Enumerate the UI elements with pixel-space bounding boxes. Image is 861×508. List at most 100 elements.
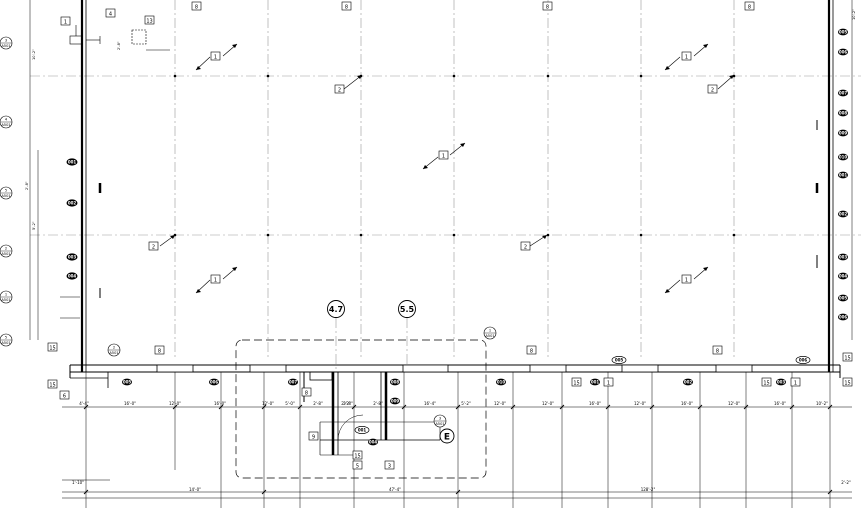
keynote-tag: 5 xyxy=(352,460,363,470)
svg-text:16'-0": 16'-0" xyxy=(124,401,136,406)
svg-text:16'-0": 16'-0" xyxy=(589,401,601,406)
svg-text:002: 002 xyxy=(68,201,77,206)
svg-text:1: 1 xyxy=(442,154,445,160)
svg-text:12'-0": 12'-0" xyxy=(169,401,181,406)
svg-text:1: 1 xyxy=(607,381,610,387)
keynote-tag: 1 xyxy=(438,150,449,160)
svg-text:A501: A501 xyxy=(1,298,10,302)
keynote-tag: 8 xyxy=(191,1,202,11)
svg-text:A501: A501 xyxy=(1,44,10,48)
keynote-tag: 8 xyxy=(744,1,755,11)
svg-text:16'-0": 16'-0" xyxy=(681,401,693,406)
svg-text:10'-2": 10'-2" xyxy=(816,401,828,406)
svg-text:010: 010 xyxy=(839,155,848,160)
svg-text:006: 006 xyxy=(839,315,848,320)
svg-text:4'-4": 4'-4" xyxy=(79,401,89,406)
door-tag: 006 xyxy=(838,48,848,56)
door-tag: 001 xyxy=(66,158,78,166)
svg-text:47'-4": 47'-4" xyxy=(389,487,401,492)
svg-text:16'-4": 16'-4" xyxy=(424,401,436,406)
svg-text:1: 1 xyxy=(685,278,688,284)
svg-text:2: 2 xyxy=(152,245,155,251)
keynote-tag: 1 xyxy=(681,51,692,61)
keynote-tag: 3 xyxy=(384,460,395,470)
svg-text:8: 8 xyxy=(305,391,308,397)
svg-text:3: 3 xyxy=(5,39,7,43)
svg-text:4: 4 xyxy=(5,118,8,122)
dimension-ticks xyxy=(83,404,833,495)
keynote-tag: 1 xyxy=(210,274,221,284)
svg-text:15: 15 xyxy=(354,454,360,460)
keynote-tag: 9 xyxy=(308,431,319,441)
keynote-tag: 15 xyxy=(47,342,58,352)
svg-text:A501: A501 xyxy=(435,422,444,426)
svg-text:001: 001 xyxy=(839,173,848,178)
svg-text:1: 1 xyxy=(214,278,217,284)
svg-text:007: 007 xyxy=(289,380,298,385)
svg-text:006: 006 xyxy=(799,358,808,363)
door-tag: 005 xyxy=(611,356,627,364)
svg-text:13: 13 xyxy=(146,19,152,25)
keynote-tag: 1 xyxy=(790,377,801,387)
svg-text:5: 5 xyxy=(5,189,7,193)
keynote-tag: 2 xyxy=(334,84,345,94)
door-tag: 006 xyxy=(795,356,811,364)
keynote-tag: 1 xyxy=(603,377,614,387)
svg-text:007: 007 xyxy=(839,91,848,96)
svg-text:2: 2 xyxy=(711,88,714,94)
svg-text:1: 1 xyxy=(5,293,7,297)
svg-text:10'-2": 10'-2" xyxy=(852,9,856,20)
svg-text:2'-8": 2'-8" xyxy=(343,401,353,406)
svg-text:2: 2 xyxy=(5,247,7,251)
svg-text:12'-0": 12'-0" xyxy=(728,401,740,406)
svg-text:2'-8": 2'-8" xyxy=(373,401,383,406)
door-tag: 001 xyxy=(354,426,370,434)
grid-bubbles: 4.7 5.5 xyxy=(327,300,416,318)
keynote-tag: 8 xyxy=(341,1,352,11)
svg-text:12'-0": 12'-0" xyxy=(262,401,274,406)
column-detail xyxy=(69,25,170,51)
svg-text:15: 15 xyxy=(844,356,850,362)
door-tag: 003 xyxy=(66,253,78,261)
dimension-labels: 4'-4" 16'-0" 12'-0" 16'-0" 12'-0" 5'-0" … xyxy=(72,401,851,492)
door-tag: 008 xyxy=(390,378,400,386)
door-tag: 007 xyxy=(838,89,848,97)
svg-text:003: 003 xyxy=(68,255,77,260)
keynote-tag: 2 xyxy=(148,241,159,251)
svg-text:004: 004 xyxy=(68,274,77,279)
svg-text:A501: A501 xyxy=(109,351,118,355)
svg-text:3: 3 xyxy=(439,417,441,421)
keynote-tag: 15 xyxy=(571,377,582,387)
svg-text:2: 2 xyxy=(524,245,527,251)
door-tag: 002 xyxy=(66,199,78,207)
svg-text:15: 15 xyxy=(763,381,769,387)
svg-text:8: 8 xyxy=(345,5,348,11)
svg-text:8: 8 xyxy=(195,5,198,11)
svg-text:5'-2": 5'-2" xyxy=(32,221,36,230)
svg-text:5: 5 xyxy=(356,464,359,470)
leader-arrowheads xyxy=(170,44,734,293)
door-tag: 001 xyxy=(838,171,848,179)
svg-text:1'-10": 1'-10" xyxy=(72,480,84,485)
outlined-door-tags: 005 006 001 xyxy=(354,356,811,434)
keynote-tag: 1 xyxy=(60,16,71,26)
column-markers xyxy=(173,74,736,237)
door-tag: 002 xyxy=(838,210,848,218)
door-tag: 009 xyxy=(390,397,400,405)
svg-text:005: 005 xyxy=(839,30,848,35)
svg-text:5'-0": 5'-0" xyxy=(285,401,295,406)
svg-text:A501: A501 xyxy=(485,334,494,338)
svg-text:1: 1 xyxy=(685,55,688,61)
svg-text:006: 006 xyxy=(839,50,848,55)
svg-text:010: 010 xyxy=(497,380,506,385)
svg-text:002: 002 xyxy=(684,380,693,385)
svg-text:15: 15 xyxy=(49,383,55,389)
keynote-tag: 1 xyxy=(681,274,692,284)
svg-text:8: 8 xyxy=(158,349,161,355)
